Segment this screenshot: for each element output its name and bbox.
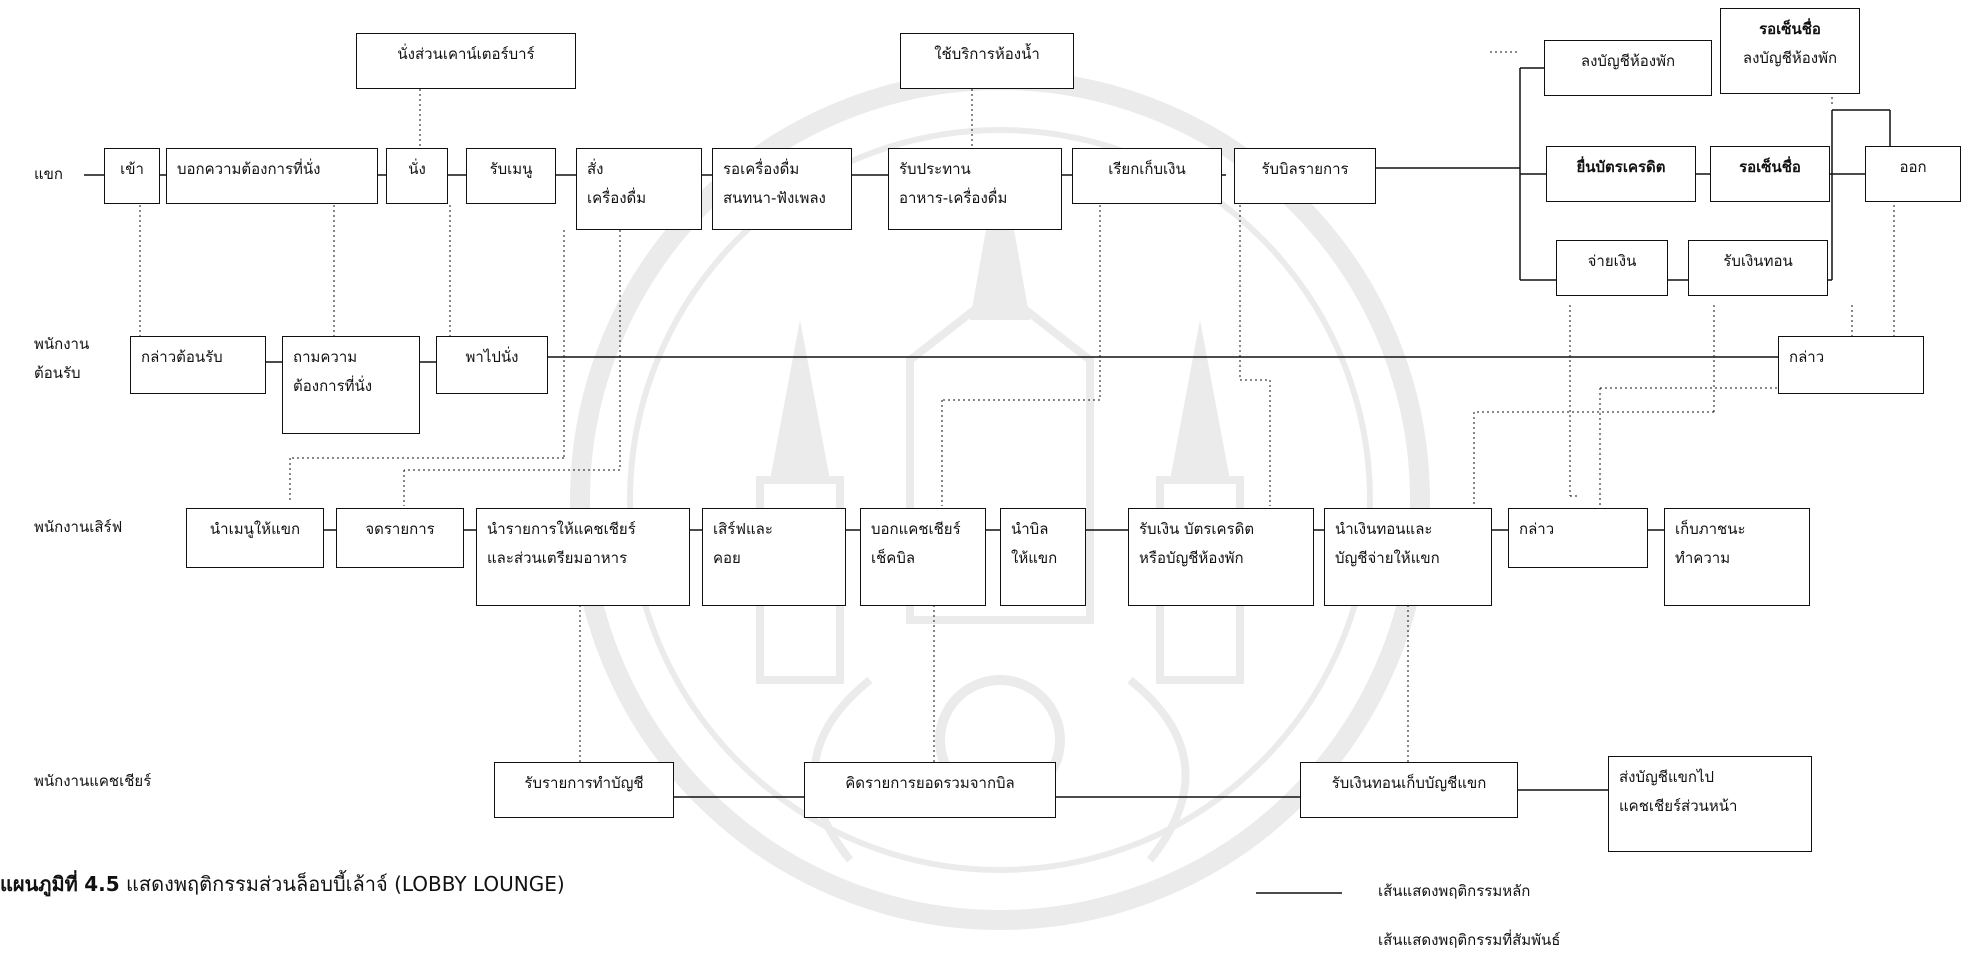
node-guest-wait-sign-card: รอเซ็นชื่อ [1710,146,1830,202]
wait-drink-line2: สนทนา-ฟังเพลง [723,188,826,207]
node-server-collect: รับเงิน บัตรเครดิต หรือบัญชีห้องพัก [1128,508,1314,606]
node-guest-call-bill: เรียกเก็บเงิน [1072,148,1222,204]
node-cashier-record: รับรายการทำบัญชี [494,762,674,818]
order-cashier-line1: นำรายการให้แคชเชียร์ [487,520,636,538]
serve-line2: คอย [713,548,741,567]
node-server-return-change: นำเงินทอนและ บัญชีจ่ายให้แขก [1324,508,1492,606]
node-reception-ask: ถามความ ต้องการที่นั่ง [282,336,420,434]
node-guest-exit: ออก [1865,146,1961,202]
node-cashier-calc: คิดรายการยอดรวมจากบิล [804,762,1056,818]
order-drink-line1: สั่ง [587,160,604,178]
node-guest-request-seat: บอกความต้องการที่นั่ง [166,148,378,204]
lane-reception-line2: ต้อนรับ [34,363,81,382]
figure-caption: แผนภูมิที่ 4.5 แสดงพฤติกรรมส่วนล็อบบี้เล… [0,868,565,900]
tell-cashier-line2: เช็คบิล [871,548,916,567]
node-server-bring-bill: นำบิล ให้แขก [1000,508,1086,606]
node-server-order-cashier: นำรายการให้แคชเชียร์ และส่วนเตรียมอาหาร [476,508,690,606]
return-change-line1: นำเงินทอนและ [1335,520,1433,538]
node-guest-counter-bar: นั่งส่วนเคาน์เตอร์บาร์ [356,33,576,89]
collect-line1: รับเงิน บัตรเครดิต [1139,520,1255,538]
lane-reception: พนักงาน ต้อนรับ [34,330,89,387]
node-reception-farewell: กล่าว [1778,336,1924,394]
return-change-line2: บัญชีจ่ายให้แขก [1335,548,1440,567]
lane-reception-line1: พนักงาน [34,335,90,353]
node-guest-receive-menu: รับเมนู [466,148,556,204]
node-server-bring-menu: นำเมนูให้แขก [186,508,324,568]
node-guest-sit: นั่ง [386,148,448,204]
eat-line1: รับประทาน [899,160,971,178]
clear-line1: เก็บภาชนะ [1675,520,1746,538]
legend-main-label: เส้นแสดงพฤติกรรมหลัก [1378,882,1531,900]
collect-line2: หรือบัญชีห้องพัก [1139,548,1244,567]
node-guest-room-charge: ลงบัญชีห้องพัก [1544,40,1712,96]
wait-sign-room-line2: ลงบัญชีห้องพัก [1742,48,1838,67]
node-server-take-order: จดรายการ [336,508,464,568]
serve-line1: เสิร์ฟและ [713,520,773,538]
node-cashier-send: ส่งบัญชีแขกไป แคชเชียร์ส่วนหน้า [1608,756,1812,852]
node-cashier-change-bill: รับเงินทอนเก็บบัญชีแขก [1300,762,1518,818]
bring-bill-line1: นำบิล [1011,520,1049,538]
node-reception-lead-seat: พาไปนั่ง [436,336,548,394]
node-guest-arrive: เข้า [104,148,160,204]
clear-line2: ทำความ [1675,548,1731,567]
ask-line2: ต้องการที่นั่ง [293,376,373,395]
order-cashier-line2: และส่วนเตรียมอาหาร [487,548,628,567]
wait-drink-line1: รอเครื่องดื่ม [723,160,800,178]
lane-guest: แขก [34,165,64,183]
caption-label: แผนภูมิที่ [0,872,78,896]
bring-bill-line2: ให้แขก [1011,548,1058,567]
tell-cashier-line1: บอกแคชเชียร์ [871,520,961,538]
node-guest-order-drink: สั่ง เครื่องดื่ม [576,148,702,230]
ask-line1: ถามความ [293,348,358,366]
send-line2: แคชเชียร์ส่วนหน้า [1619,796,1738,815]
node-guest-pay: จ่ายเงิน [1556,240,1668,296]
node-guest-restroom: ใช้บริการห้องน้ำ [900,33,1074,89]
wait-sign-room-line1: รอเซ็นชื่อ [1759,20,1821,38]
lane-server: พนักงานเสิร์ฟ [34,518,123,536]
node-guest-receive-change: รับเงินทอน [1688,240,1828,296]
caption-text: แสดงพฤติกรรมส่วนล็อบบี้เล้าจ์ (LOBBY LOU… [126,872,565,896]
node-server-farewell: กล่าว [1508,508,1648,568]
order-drink-line2: เครื่องดื่ม [587,188,647,207]
send-line1: ส่งบัญชีแขกไป [1619,768,1715,786]
node-reception-greet: กล่าวต้อนรับ [130,336,266,394]
node-server-serve: เสิร์ฟและ คอย [702,508,846,606]
node-guest-eat: รับประทาน อาหาร-เครื่องดื่ม [888,148,1062,230]
eat-line2: อาหาร-เครื่องดื่ม [899,188,1008,207]
lane-cashier: พนักงานแคชเชียร์ [34,772,152,790]
node-guest-wait-drink: รอเครื่องดื่ม สนทนา-ฟังเพลง [712,148,852,230]
node-server-clear: เก็บภาชนะ ทำความ [1664,508,1810,606]
node-guest-wait-sign-room: รอเซ็นชื่อ ลงบัญชีห้องพัก [1720,8,1860,94]
node-server-tell-cashier: บอกแคชเชียร์ เช็คบิล [860,508,986,606]
legend-related-label: เส้นแสดงพฤติกรรมที่สัมพันธ์ [1378,931,1561,949]
node-guest-credit-card: ยื่นบัตรเครดิต [1546,146,1696,202]
node-guest-receive-bill: รับบิลรายการ [1234,148,1376,204]
caption-number: 4.5 [84,872,120,896]
